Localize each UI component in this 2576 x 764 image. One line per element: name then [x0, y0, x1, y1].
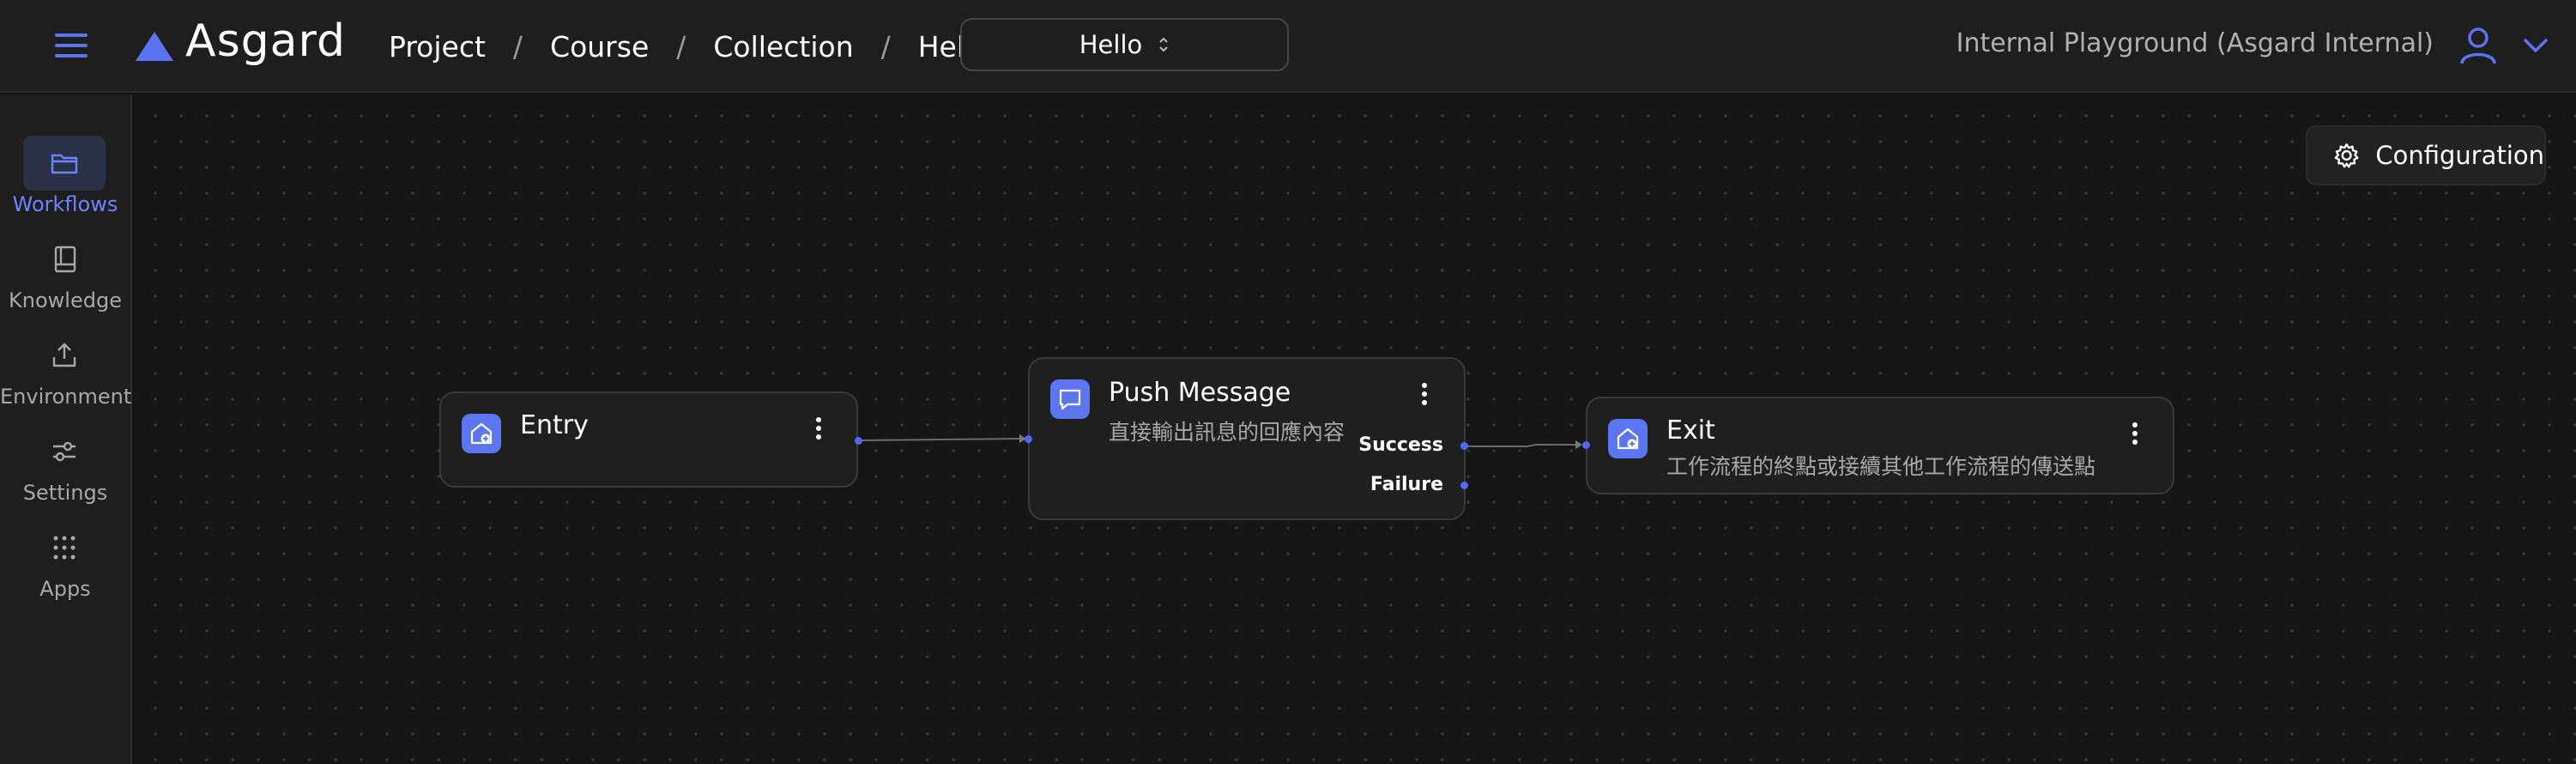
success-output-label: Success	[1358, 434, 1443, 456]
sidebar-item-environment[interactable]: Environment	[0, 328, 132, 414]
nav-icon-box	[23, 520, 106, 575]
nav-icon-box	[23, 232, 106, 287]
workflow-select-value: Hello	[1079, 30, 1143, 59]
home-plus-icon	[1608, 419, 1648, 458]
grid-icon	[53, 536, 76, 560]
nav-icon-box	[23, 424, 106, 479]
user-icon	[2460, 27, 2496, 64]
entry-node[interactable]: Entry	[439, 391, 858, 488]
workflow-select[interactable]: Hello	[960, 18, 1289, 71]
more-options-icon[interactable]	[2125, 419, 2145, 448]
menu-button[interactable]	[51, 28, 93, 63]
success-output-port[interactable]	[1460, 442, 1468, 450]
breadcrumb: Project / Course / Collection / Hello	[389, 26, 989, 67]
sliders-icon	[53, 441, 76, 462]
chat-bubble-icon	[1050, 379, 1090, 419]
sidebar-item-label: Environment	[0, 385, 132, 409]
push-message-node[interactable]: Push Message 直接輸出訊息的回應內容 Success Failure	[1028, 357, 1466, 520]
sidebar-item-label: Workflows	[12, 192, 118, 216]
sidebar-item-knowledge[interactable]: Knowledge	[0, 232, 130, 318]
breadcrumb-project[interactable]: Project	[389, 29, 486, 64]
breadcrumb-separator: /	[880, 29, 891, 64]
node-title: Entry	[520, 410, 589, 440]
sidebar-item-workflows[interactable]: Workflows	[0, 136, 130, 221]
entry-output-port[interactable]	[855, 437, 862, 445]
organization-name: Internal Playground (Asgard Internal)	[1956, 28, 2434, 58]
breadcrumb-separator: /	[676, 29, 686, 64]
failure-output-port[interactable]	[1460, 482, 1468, 489]
folder-icon	[51, 154, 78, 174]
edge-success-to-exit[interactable]	[1464, 440, 1582, 449]
hamburger-icon-line	[55, 54, 88, 58]
hamburger-icon-line	[55, 33, 88, 37]
push-message-input-port[interactable]	[1025, 435, 1032, 443]
configuration-button[interactable]: Configuration	[2306, 125, 2546, 185]
edge-entry-to-push-message[interactable]	[857, 434, 1026, 443]
sidebar-item-label: Settings	[22, 481, 108, 505]
node-title: Push Message	[1109, 378, 1291, 408]
nav-icon-box	[23, 136, 106, 191]
configuration-label: Configuration	[2375, 141, 2544, 170]
sidebar: Workflows Knowledge Environment	[0, 94, 132, 764]
breadcrumb-separator: /	[512, 29, 523, 64]
top-bar: Asgard Project / Course / Collection / H…	[0, 0, 2576, 93]
gear-icon	[2334, 143, 2359, 168]
more-options-icon[interactable]	[1414, 379, 1435, 409]
app-name[interactable]: Asgard	[185, 15, 347, 67]
exit-node[interactable]: Exit 工作流程的終點或接續其他工作流程的傳送點	[1586, 397, 2174, 494]
sidebar-item-apps[interactable]: Apps	[0, 520, 130, 606]
user-menu[interactable]	[2457, 24, 2553, 67]
more-options-icon[interactable]	[808, 414, 829, 443]
chevron-down-icon	[2524, 39, 2548, 52]
sidebar-item-label: Apps	[39, 577, 91, 601]
upload-icon	[52, 343, 76, 367]
breadcrumb-collection[interactable]: Collection	[713, 29, 854, 64]
exit-input-port[interactable]	[1582, 441, 1590, 449]
sidebar-item-label: Knowledge	[9, 288, 122, 312]
book-icon	[54, 246, 76, 273]
failure-output-label: Failure	[1370, 474, 1443, 495]
hamburger-icon-line	[55, 44, 88, 47]
nav-icon-box	[23, 328, 106, 383]
chevron-up-down-icon	[1159, 37, 1168, 52]
breadcrumb-course[interactable]: Course	[550, 29, 650, 64]
home-plus-icon	[462, 414, 501, 453]
node-description: 工作流程的終點或接續其他工作流程的傳送點	[1666, 454, 2096, 479]
sidebar-item-settings[interactable]: Settings	[0, 424, 130, 510]
node-title: Exit	[1666, 415, 1715, 446]
node-description: 直接輸出訊息的回應內容	[1109, 420, 1345, 445]
triangle-logo-icon[interactable]	[134, 21, 175, 72]
